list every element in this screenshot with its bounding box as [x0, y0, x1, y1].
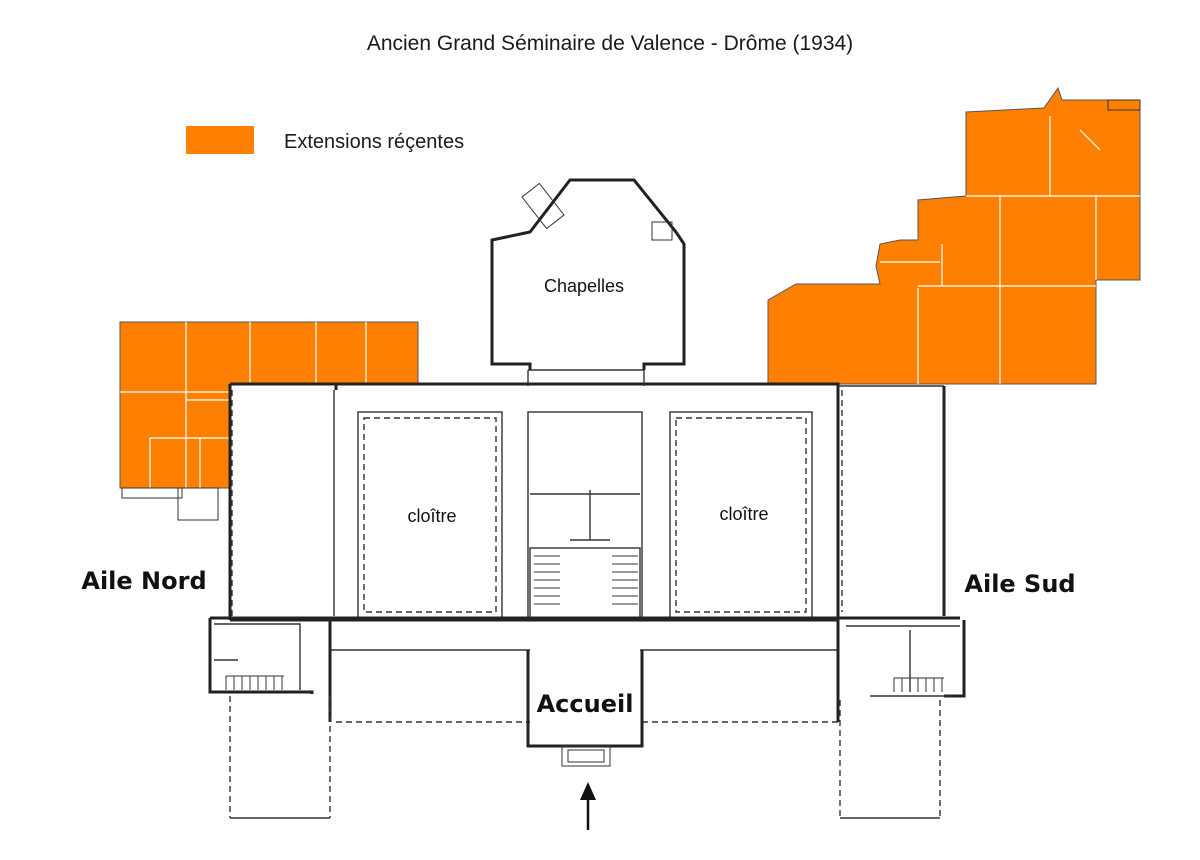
plan-title: Ancien Grand Séminaire de Valence - Drôm…	[367, 32, 853, 55]
label-aile-nord: Aile Nord	[81, 567, 206, 595]
extension-south	[767, 86, 1141, 385]
label-accueil: Accueil	[537, 690, 634, 718]
arrow-up-icon	[580, 782, 596, 830]
label-chapelles: Chapelles	[544, 276, 624, 296]
chapelles-block: Chapelles	[490, 178, 686, 370]
main-building	[208, 369, 966, 819]
label-aile-sud: Aile Sud	[964, 570, 1075, 598]
legend: Extensions réçentes	[186, 126, 464, 154]
legend-label: Extensions réçentes	[284, 131, 464, 153]
extension-north	[119, 321, 419, 521]
legend-swatch	[186, 126, 254, 154]
label-cloitre-right: cloître	[719, 504, 768, 524]
label-cloitre-left: cloître	[407, 506, 456, 526]
